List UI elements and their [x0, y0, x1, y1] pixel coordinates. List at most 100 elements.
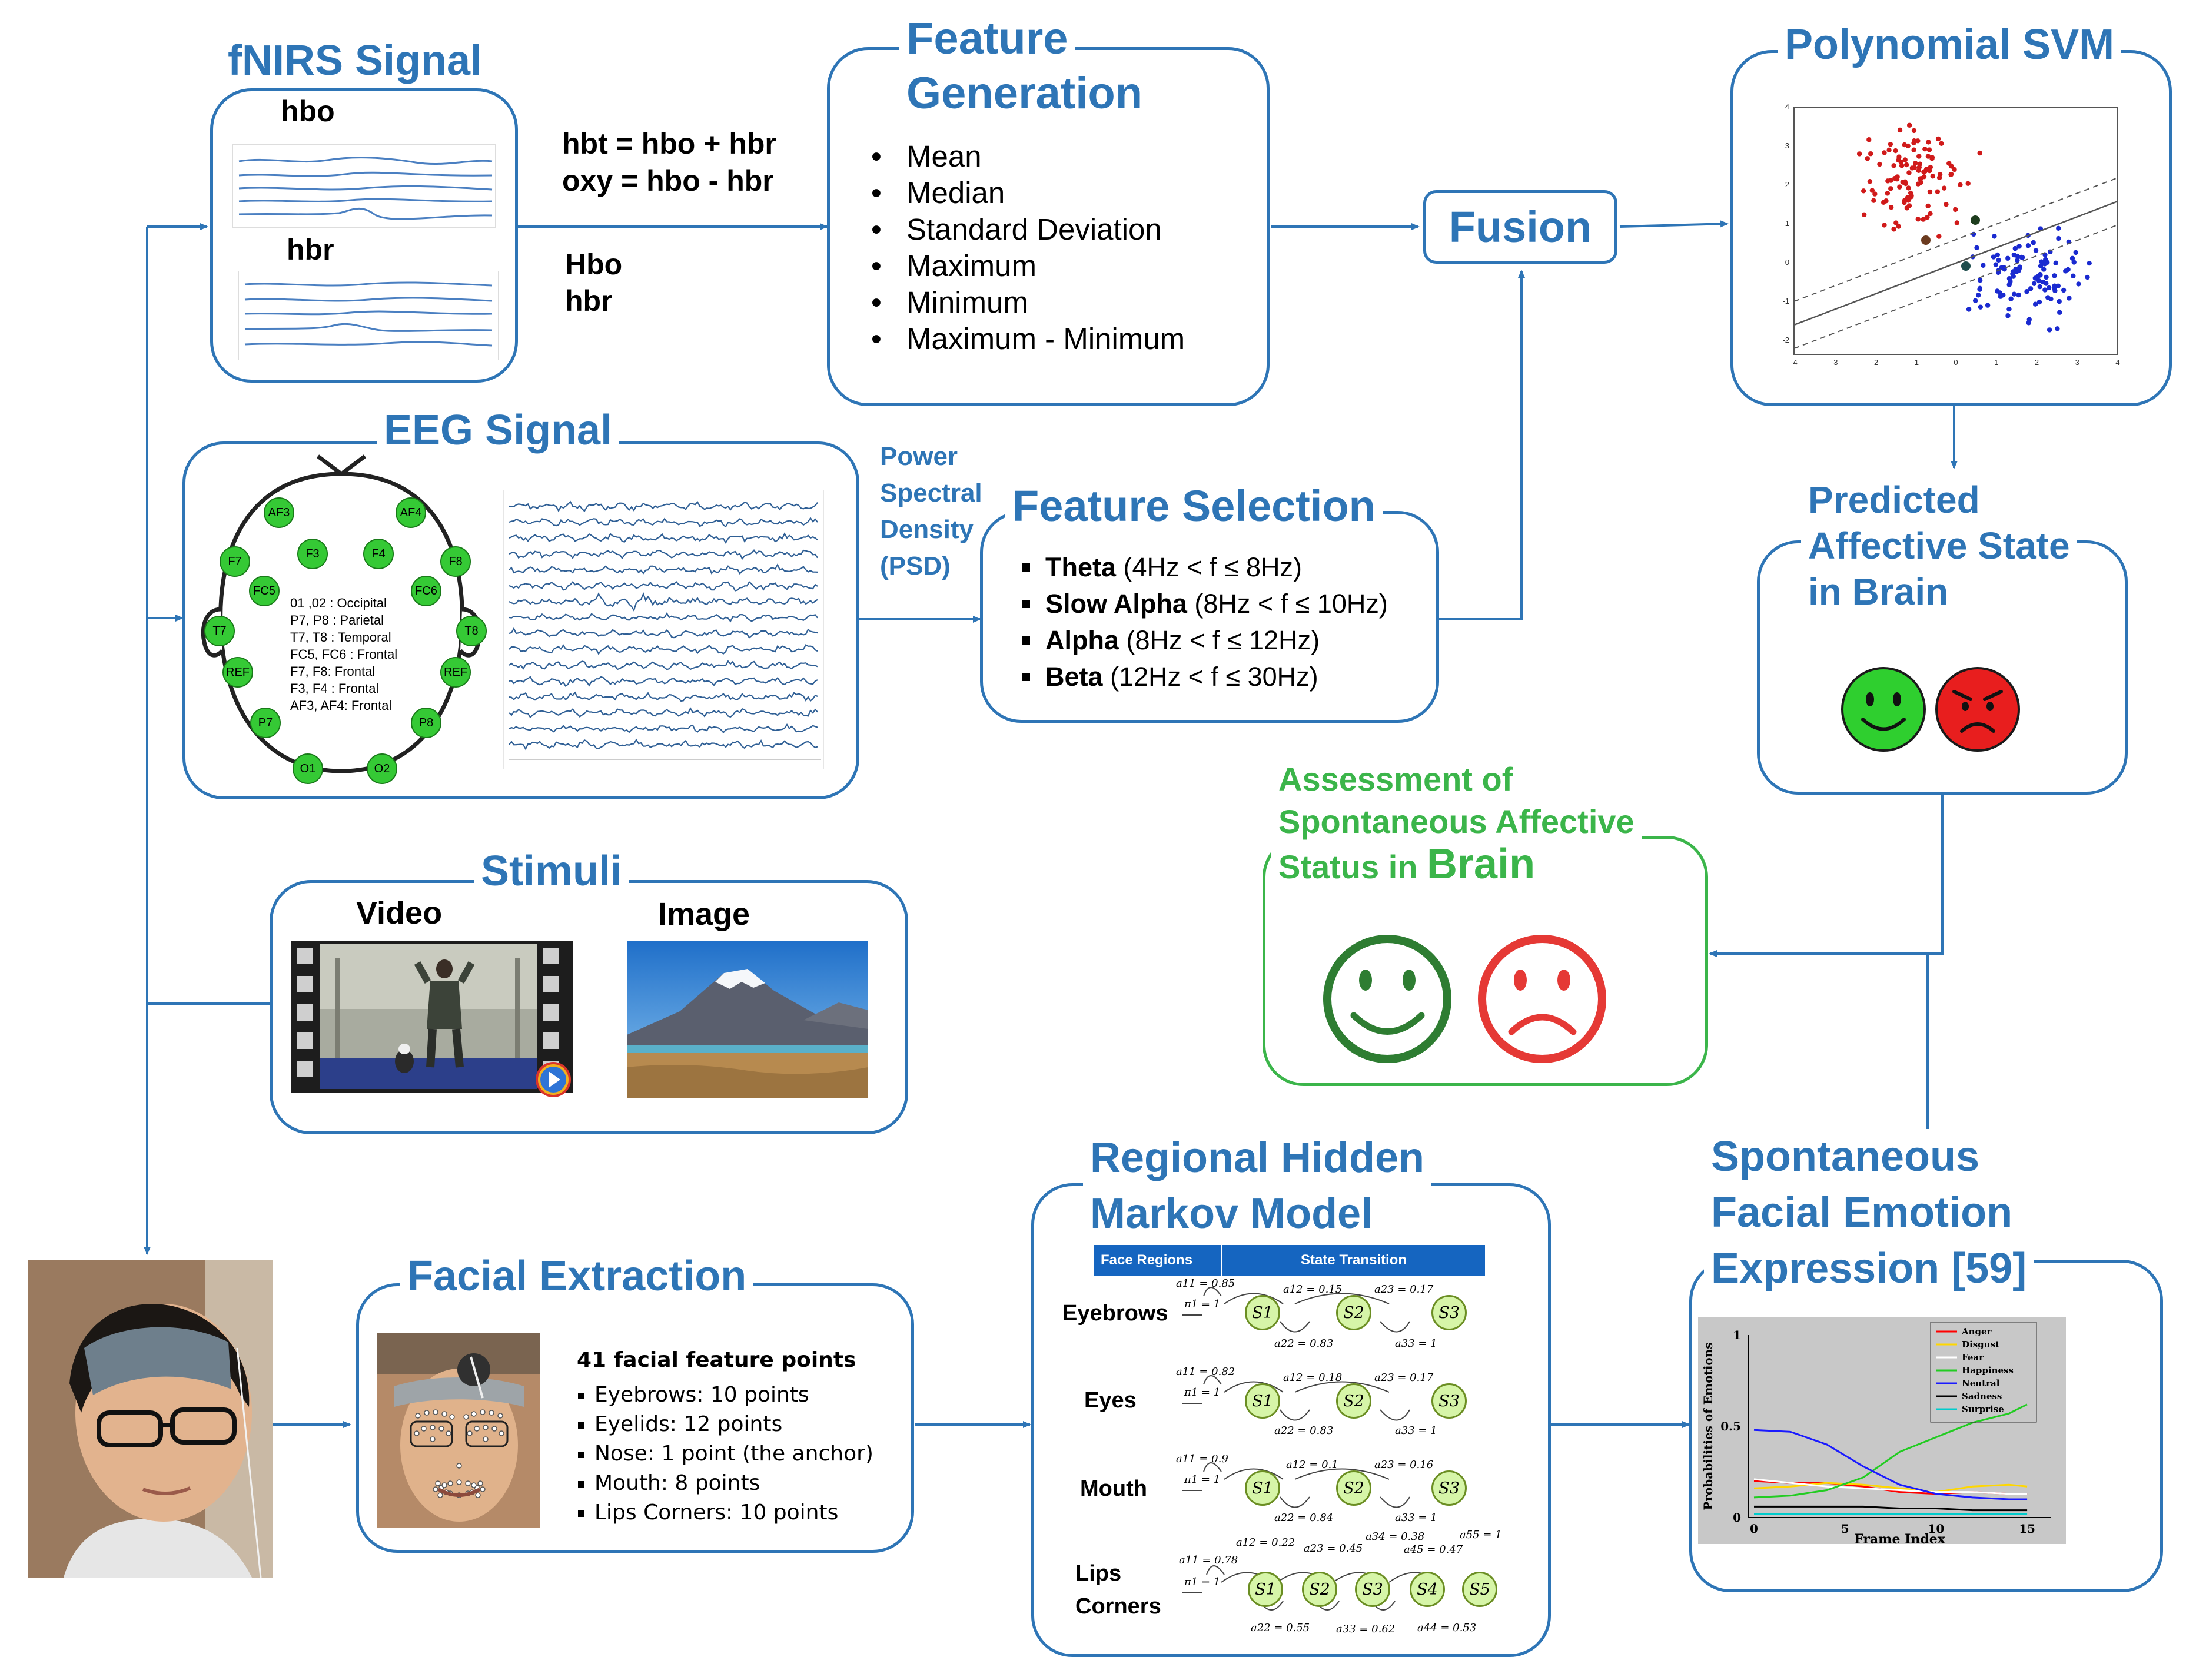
landmark-point — [438, 1426, 444, 1432]
fnirs-title: fNIRS Signal — [221, 38, 490, 84]
prob-label: a12 = 0.18 — [1283, 1372, 1343, 1384]
svm-point — [2015, 253, 2020, 259]
feature-selection-box — [980, 511, 1439, 723]
state-transition-header: State Transition — [1300, 1252, 1407, 1268]
band-range: (8Hz < f ≤ 10Hz) — [1194, 589, 1388, 619]
channel-ref-left: REF — [222, 657, 253, 688]
smile-outline-icon — [1323, 935, 1451, 1063]
svm-point — [1944, 202, 1949, 207]
svm-point — [1906, 203, 1912, 208]
svm-point — [2052, 273, 2057, 278]
svm-point — [1877, 161, 1882, 167]
svm-point — [1966, 307, 1972, 312]
svm-point — [1991, 254, 1996, 260]
state-node: S4 — [1410, 1572, 1445, 1607]
chart-legend-label: Disgust — [1962, 1339, 1999, 1350]
svm-point — [2038, 263, 2044, 269]
svm-point — [2028, 286, 2034, 291]
prob-label: π1 = 1 — [1184, 1473, 1221, 1486]
landmark-point — [489, 1410, 494, 1416]
psd-line: Density — [880, 515, 974, 544]
svm-point — [1925, 203, 1931, 209]
svm-y-tick: 3 — [1785, 141, 1789, 150]
channel-f7: F7 — [220, 546, 250, 577]
svm-point — [1927, 189, 1933, 195]
chart-legend-label: Happiness — [1962, 1365, 2014, 1376]
landmark-point — [437, 1492, 443, 1498]
feature-item: Maximum — [871, 248, 1185, 284]
channel-p7: P7 — [250, 708, 281, 738]
feature-item: Maximum - Minimum — [871, 321, 1185, 357]
region-lips-2: Corners — [1075, 1594, 1161, 1619]
chart-y-tick: 0.5 — [1720, 1419, 1741, 1433]
landmark-point — [483, 1425, 489, 1430]
eeg-channel-trace — [509, 580, 818, 592]
psd-line: Spectral — [880, 479, 982, 507]
chart-series-line — [1753, 1478, 2028, 1495]
band-range: (12Hz < f ≤ 30Hz) — [1110, 662, 1318, 692]
svm-x-tick: -2 — [1872, 358, 1879, 367]
prob-label: a45 = 0.47 — [1404, 1543, 1463, 1556]
svm-point — [1907, 195, 1912, 200]
prob-label: a33 = 1 — [1395, 1425, 1437, 1437]
svm-point — [2056, 235, 2061, 241]
svm-y-tick: 1 — [1785, 219, 1789, 228]
video-thumbnail[interactable] — [291, 941, 573, 1100]
svm-point — [1978, 304, 1984, 310]
svm-point — [1935, 189, 1941, 194]
svm-point — [1893, 220, 1899, 225]
svm-point — [1916, 168, 1921, 173]
svm-x-tick: 4 — [2115, 358, 2119, 367]
chart-series-line — [1753, 1482, 2028, 1493]
hbr-signal-plot — [238, 271, 499, 360]
state-node: S5 — [1462, 1572, 1497, 1607]
output-hbr: hbr — [565, 284, 613, 317]
eeg-channel-trace — [509, 592, 818, 612]
chart-legend-label: Anger — [1961, 1326, 1992, 1337]
hbr-label: hbr — [287, 233, 334, 266]
prob-label: π1 = 1 — [1184, 1386, 1221, 1399]
landmark-point — [456, 1479, 462, 1485]
channel-af4: AF4 — [396, 497, 426, 528]
svm-point — [1912, 165, 1918, 170]
prob-label: a12 = 0.22 — [1236, 1536, 1295, 1549]
svm-point — [2042, 287, 2048, 293]
svm-point — [2040, 279, 2046, 285]
landmark-point — [441, 1411, 447, 1417]
channel-f4: F4 — [363, 539, 394, 569]
output-hbo: Hbo — [565, 248, 623, 281]
spontaneous-title-line: Facial Emotion — [1711, 1189, 2013, 1236]
arrow-featsel-to-fusion — [1439, 270, 1525, 620]
landmark-point — [424, 1410, 430, 1416]
channel-af3: AF3 — [264, 497, 294, 528]
svm-point — [2032, 301, 2038, 307]
facial-extraction-title: Facial Extraction — [400, 1253, 754, 1300]
svm-point — [1985, 303, 1991, 308]
fusion-box: Fusion — [1423, 190, 1617, 264]
prob-label: a44 = 0.53 — [1417, 1622, 1477, 1634]
svm-point — [1930, 174, 1936, 179]
svm-point — [1897, 127, 1903, 133]
svm-point — [1935, 136, 1941, 142]
svm-x-tick: -3 — [1831, 358, 1838, 367]
svm-point — [1992, 234, 1997, 239]
arrow-fusion-to-svm — [1619, 220, 1729, 228]
svm-point — [2033, 248, 2039, 253]
band-name: Slow Alpha — [1045, 589, 1187, 619]
state-node: S2 — [1336, 1295, 1371, 1330]
landmark-point — [446, 1430, 451, 1436]
svm-point — [1953, 207, 1958, 213]
svm-point — [2025, 243, 2031, 248]
svm-point — [2044, 274, 2049, 280]
chart-x-label: Frame Index — [1854, 1532, 1946, 1544]
svm-point — [2073, 250, 2078, 255]
svm-point — [1925, 214, 1930, 220]
svm-point — [1928, 164, 1933, 170]
region-eyebrows: Eyebrows — [1062, 1301, 1168, 1326]
svm-point — [1867, 179, 1873, 184]
prob-label: a34 = 0.38 — [1366, 1530, 1425, 1543]
svm-point — [1977, 277, 1983, 283]
prob-label: a23 = 0.16 — [1374, 1459, 1434, 1471]
